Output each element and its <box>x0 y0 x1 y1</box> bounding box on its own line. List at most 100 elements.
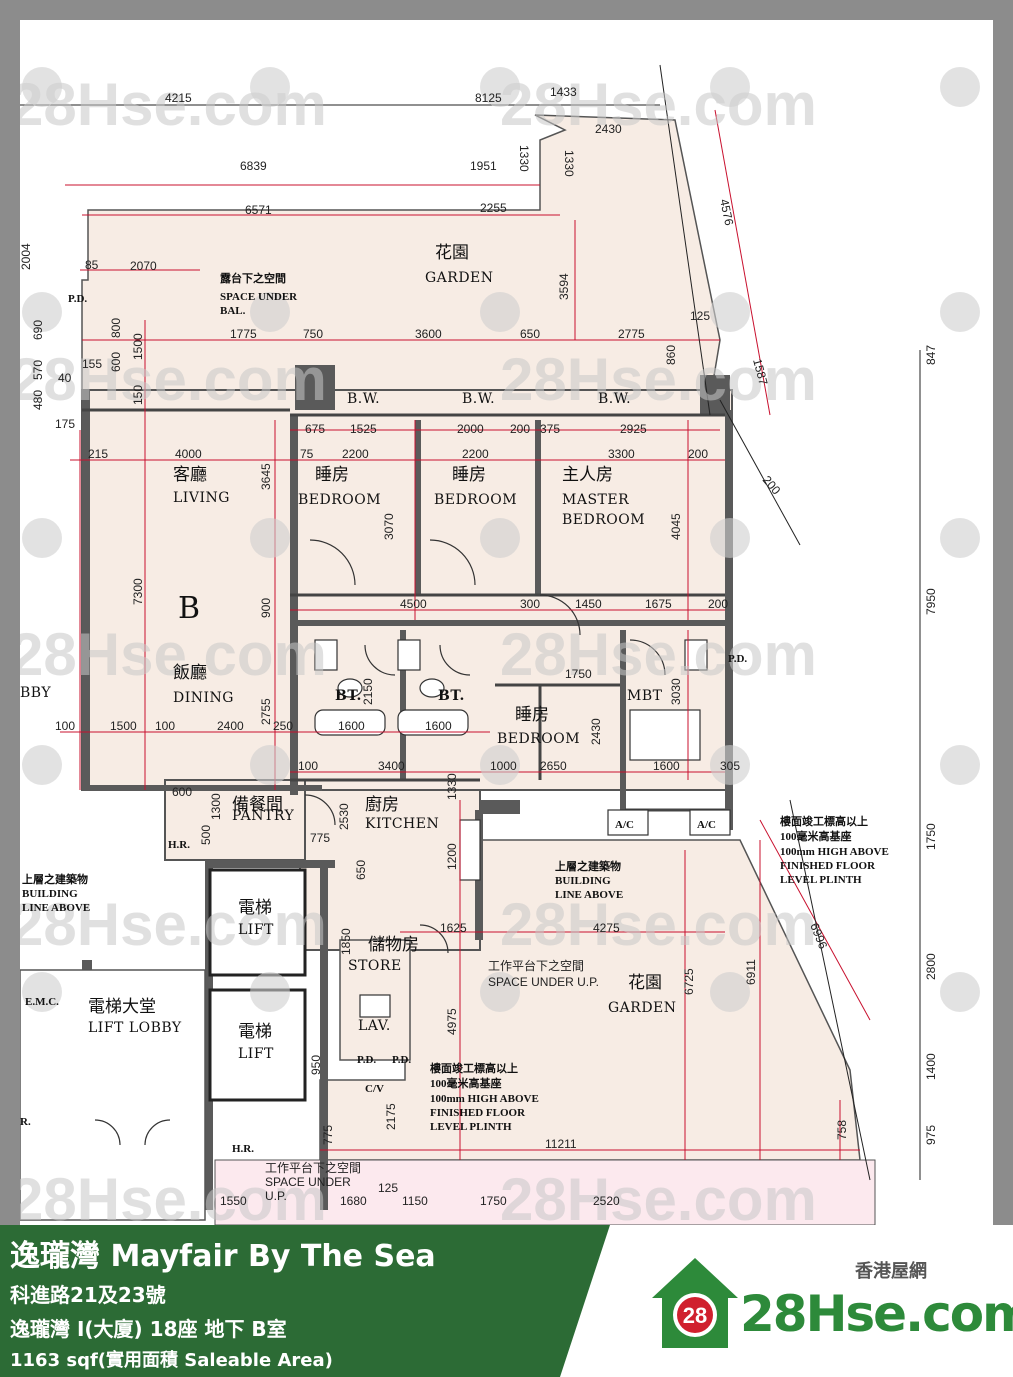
dim-675: 675 <box>305 422 325 436</box>
dim-1300: 1300 <box>209 793 223 820</box>
hr-1: H.R. <box>168 839 190 851</box>
emc-label: E.M.C. <box>25 996 59 1008</box>
dim-650b: 650 <box>354 860 368 880</box>
footer: 逸瓏灣 Mayfair By The Sea 科進路21及23號 逸瓏灣 I(大… <box>0 1225 1013 1377</box>
plinth-mid-en1: 100mm HIGH ABOVE <box>430 1093 539 1105</box>
dim-175: 175 <box>55 417 75 431</box>
bedroom-1-cn: 睡房 <box>315 465 349 485</box>
dim-950: 950 <box>309 1055 323 1075</box>
dim-150: 150 <box>131 385 145 405</box>
garden-top-cn: 花園 <box>435 243 469 263</box>
garden-top-en: GARDEN <box>425 270 494 286</box>
dim-6725: 6725 <box>682 968 696 995</box>
outer-dimension-lines <box>20 64 921 1181</box>
dim-1675: 1675 <box>645 597 672 611</box>
plinth-mid-en3: LEVEL PLINTH <box>430 1121 512 1133</box>
dim-2925: 2925 <box>620 422 647 436</box>
dim-775a: 775 <box>310 831 330 845</box>
space-under-bal-cn: 露台下之空間 <box>220 271 286 285</box>
svg-text:28Hse.com: 28Hse.com <box>500 621 817 688</box>
dim-1525: 1525 <box>350 422 377 436</box>
kitchen-en: KITCHEN <box>365 816 439 832</box>
dim-1951: 1951 <box>470 159 497 173</box>
lift-1-en: LIFT <box>238 922 274 938</box>
partitions <box>82 408 725 812</box>
dim-4275: 4275 <box>593 921 620 935</box>
garden-bottom-cn: 花園 <box>628 973 662 993</box>
dim-600: 600 <box>109 352 123 372</box>
dim-250: 250 <box>273 719 293 733</box>
dim-1600c: 1600 <box>653 759 680 773</box>
space-under-up-en: SPACE UNDER U.P. <box>488 975 599 989</box>
dim-1433: 1433 <box>550 85 577 99</box>
plinth-right-en1: 100mm HIGH ABOVE <box>780 846 889 858</box>
dim-2775: 2775 <box>618 327 645 341</box>
bay-window-2: B.W. <box>462 391 495 407</box>
dim-900: 900 <box>259 598 273 618</box>
floor-plan-drawing: 28Hse.com 28Hse.com 28Hse.com 28Hse.com … <box>20 64 980 1225</box>
dim-3594: 3594 <box>557 273 571 300</box>
dim-600b: 600 <box>172 785 192 799</box>
dim-1600b: 1600 <box>425 719 452 733</box>
r-label: R. <box>20 1116 31 1128</box>
lift-2-en: LIFT <box>238 1046 274 1062</box>
dim-1587: 1587 <box>750 357 771 387</box>
dim-4215: 4215 <box>165 91 192 105</box>
logo-badge-text: 28 <box>683 1303 707 1328</box>
dim-200b: 200 <box>688 447 708 461</box>
dim-2004: 2004 <box>20 243 33 270</box>
dim-2800: 2800 <box>924 953 938 980</box>
living-cn: 客廳 <box>173 465 207 485</box>
dim-1680: 1680 <box>340 1194 367 1208</box>
pd-1: P.D. <box>68 293 87 305</box>
space-under-up-cn: 工作平台下之空間 <box>488 958 584 973</box>
master-bedroom-en1: MASTER <box>562 492 629 508</box>
dim-570: 570 <box>31 360 45 380</box>
svg-text:28Hse.com: 28Hse.com <box>20 621 327 688</box>
door-swings <box>94 539 666 1146</box>
plinth-mid-en2: FINISHED FLOOR <box>430 1107 526 1119</box>
brand-logo-text[interactable]: 28Hse.com <box>740 1285 1013 1343</box>
dim-2430b: 2430 <box>589 718 603 745</box>
svg-text:28Hse.com: 28Hse.com <box>500 346 817 413</box>
brand-name-cn: 香港屋網 <box>855 1261 927 1282</box>
living-en: LIVING <box>173 490 230 506</box>
footer-info-panel <box>0 1225 610 1377</box>
dim-4975: 4975 <box>445 1008 459 1035</box>
dim-305: 305 <box>720 759 740 773</box>
dim-1330b: 1330 <box>562 150 576 177</box>
dim-155: 155 <box>82 357 102 371</box>
svg-text:28Hse.com: 28Hse.com <box>20 346 327 413</box>
dim-2400: 2400 <box>217 719 244 733</box>
dim-2000: 2000 <box>457 422 484 436</box>
bathroom-2-label: BT. <box>438 688 465 704</box>
building-above-mid-cn: 上層之建築物 <box>555 859 621 873</box>
dim-125b: 125 <box>378 1181 398 1195</box>
dim-650: 650 <box>520 327 540 341</box>
dim-1500b: 1500 <box>110 719 137 733</box>
space-under-up2-cn: 工作平台下之空間 <box>265 1160 361 1175</box>
bedroom-1-en: BEDROOM <box>298 492 381 508</box>
master-bathroom-label: MBT <box>627 688 663 704</box>
dim-1550: 1550 <box>220 1194 247 1208</box>
svg-text:28Hse.com: 28Hse.com <box>500 1166 817 1225</box>
dim-750: 750 <box>303 327 323 341</box>
dim-75a: 75 <box>300 447 314 461</box>
bedroom-3-en: BEDROOM <box>497 731 580 747</box>
bedroom-2-en: BEDROOM <box>434 492 517 508</box>
dim-690: 690 <box>31 320 45 340</box>
master-bedroom-cn: 主人房 <box>562 465 613 485</box>
space-under-bal-en1: SPACE UNDER <box>220 291 298 303</box>
dim-775b: 775 <box>321 1125 335 1145</box>
dim-1600a: 1600 <box>338 719 365 733</box>
plinth-mid-cn2: 100毫米高基座 <box>430 1076 502 1090</box>
dim-4000: 4000 <box>175 447 202 461</box>
dim-200d: 200 <box>708 597 728 611</box>
dim-2070: 2070 <box>130 259 157 273</box>
dim-2150: 2150 <box>361 678 375 705</box>
dim-3400: 3400 <box>378 759 405 773</box>
dim-1000: 1000 <box>490 759 517 773</box>
building-above-left-en1: BUILDING <box>22 888 78 900</box>
pantry-en: PANTRY <box>232 808 294 824</box>
hr-2: H.R. <box>232 1143 254 1155</box>
